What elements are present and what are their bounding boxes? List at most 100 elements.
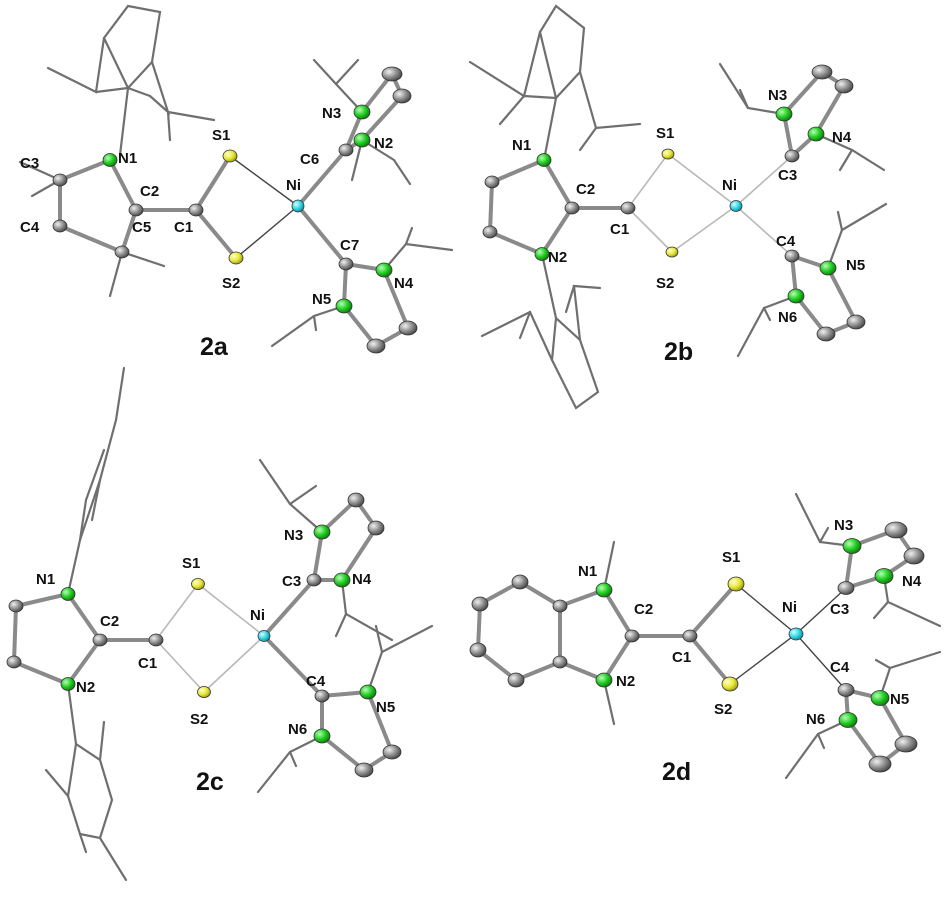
panel-2d-core-bonds <box>475 527 917 767</box>
atom-label: N3 <box>322 105 341 122</box>
atom-n <box>807 126 825 142</box>
panel-2d-atoms <box>469 521 925 773</box>
atom-label: C2 <box>100 613 119 630</box>
panel-2d-atom-labels: N1 C2 C1 N2 S1 S2 Ni N3 N4 C3 C4 N6 N5 <box>578 517 922 728</box>
atom-c <box>128 203 144 217</box>
atom-label: C5 <box>132 219 151 236</box>
atom-label: C2 <box>576 181 595 198</box>
atom-c <box>114 245 130 259</box>
atom-label: S2 <box>714 701 732 718</box>
atom-n <box>787 288 805 304</box>
atom-ni <box>291 199 305 213</box>
atom-c <box>52 173 68 187</box>
atom-n <box>313 728 331 744</box>
atom-label: N4 <box>394 275 414 292</box>
atom-c <box>338 143 354 157</box>
atom-label: N5 <box>376 699 395 716</box>
atom-s <box>197 686 211 698</box>
atom-label: C6 <box>300 151 319 168</box>
atom-label: N2 <box>374 135 393 152</box>
atom-c <box>884 521 908 539</box>
atom-c <box>903 547 925 565</box>
atom-label: N5 <box>312 291 331 308</box>
atom-label: N2 <box>548 249 567 266</box>
atom-n <box>595 672 613 688</box>
panel-2b-atom-labels: N1 C2 C1 N2 S1 S2 Ni N3 N4 C3 C4 N5 N6 <box>512 87 865 326</box>
atom-c <box>624 629 640 643</box>
atom-s <box>721 676 739 692</box>
atom-c <box>314 689 330 703</box>
atom-n <box>874 568 894 584</box>
atom-c <box>188 203 204 217</box>
atom-c <box>382 744 402 760</box>
atom-c <box>52 219 68 233</box>
atom-n <box>534 247 550 261</box>
atom-label: C3 <box>20 155 39 172</box>
atom-c <box>682 629 698 643</box>
panel-2b-atoms <box>482 64 866 342</box>
atom-c <box>8 599 24 613</box>
atom-label: S2 <box>222 275 240 292</box>
atom-ni <box>257 630 271 642</box>
atom-c <box>894 735 918 753</box>
atom-label: C1 <box>138 655 157 672</box>
atom-s <box>727 576 745 592</box>
atom-c <box>816 326 836 342</box>
atom-n <box>353 104 371 120</box>
atom-label: C3 <box>830 601 849 618</box>
atom-label: S2 <box>656 275 674 292</box>
panel-2a-substituent-sticks <box>18 4 454 348</box>
atom-c <box>552 655 568 669</box>
atom-s <box>661 148 675 160</box>
atom-n <box>842 538 862 554</box>
atom-label: C4 <box>830 659 850 676</box>
panel-2a-atom-labels: N1 C3 C2 C4 C5 C1 S1 S2 Ni N3 N2 C6 C7 N… <box>20 105 414 308</box>
atom-label: N4 <box>902 573 922 590</box>
atom-label: N2 <box>616 673 635 690</box>
atom-n <box>870 690 890 706</box>
panel-label-2c: 2c <box>196 768 224 796</box>
atom-n <box>375 262 393 278</box>
atom-n <box>838 712 858 728</box>
atom-n <box>536 153 552 167</box>
atom-c <box>306 573 322 587</box>
atom-n <box>353 132 371 148</box>
atom-c <box>846 314 866 330</box>
atom-c <box>148 633 164 647</box>
atom-label: C2 <box>634 601 653 618</box>
atom-label: C4 <box>306 673 326 690</box>
atom-label: N1 <box>512 137 531 154</box>
atom-c <box>834 78 854 94</box>
atom-label: Ni <box>722 177 737 194</box>
atom-ni <box>788 627 804 641</box>
atom-c <box>811 64 833 80</box>
atom-c <box>484 175 500 189</box>
atom-c <box>784 149 800 163</box>
panel-2a-atoms <box>52 66 418 354</box>
panel-label-2a: 2a <box>200 333 229 361</box>
atom-label: C1 <box>672 649 691 666</box>
panel-2b: N1 C2 C1 N2 S1 S2 Ni N3 N4 C3 C4 N5 N6 2… <box>468 4 888 410</box>
atom-label: N3 <box>284 527 303 544</box>
atom-c <box>552 599 568 613</box>
panel-2d-substituent-sticks <box>602 492 942 780</box>
atom-label: N5 <box>846 257 865 274</box>
atom-c <box>6 655 22 669</box>
panel-2c: N1 C2 C1 N2 S1 S2 Ni N3 C3 N4 C4 N6 N5 2… <box>6 366 434 882</box>
atom-label: N6 <box>778 309 797 326</box>
atom-label: N4 <box>832 129 852 146</box>
panel-2c-atoms <box>6 492 402 778</box>
atom-label: S1 <box>212 127 230 144</box>
panel-2c-atom-labels: N1 C2 C1 N2 S1 S2 Ni N3 C3 N4 C4 N6 N5 <box>36 527 395 738</box>
atom-label: C2 <box>140 183 159 200</box>
atom-c <box>392 88 412 104</box>
atom-n <box>595 582 613 598</box>
atom-c <box>354 762 374 778</box>
atom-n <box>775 106 793 122</box>
atom-c <box>507 672 525 688</box>
atom-s <box>665 246 679 258</box>
atom-label: C3 <box>778 167 797 184</box>
atom-c <box>868 755 892 773</box>
panel-2b-substituent-sticks <box>468 4 888 410</box>
